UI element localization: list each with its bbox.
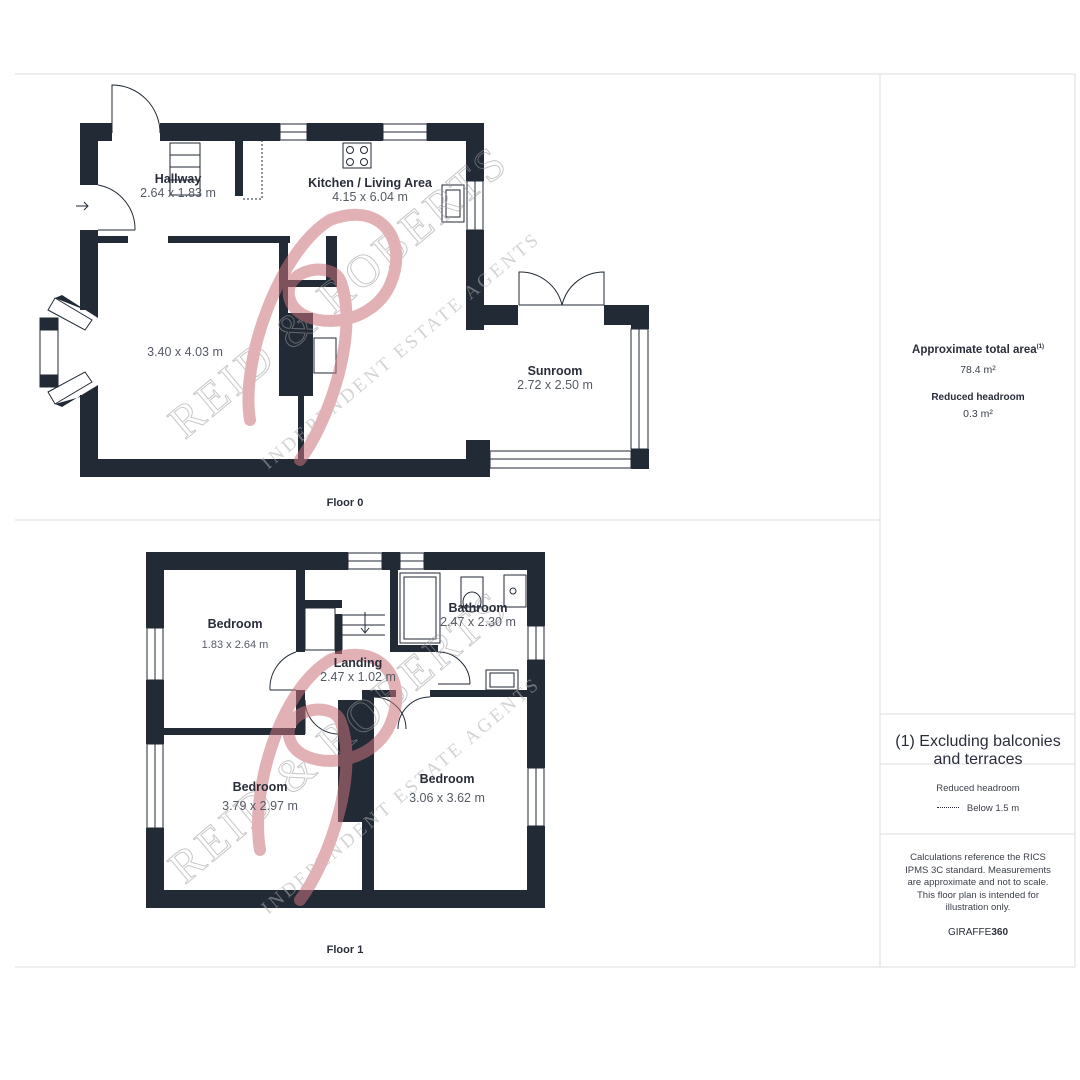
room-name: Sunroom: [527, 364, 583, 378]
disclaimer-panel: Calculations reference the RICS IPMS 3C …: [881, 852, 1075, 938]
floor-1-label: Floor 1: [326, 944, 364, 956]
room-hallway: Hallway 2.64 x 1.83 m: [128, 172, 228, 200]
room-dimensions: 2.47 x 2.30 m: [440, 615, 516, 629]
total-area-footnote-mark: (1): [1036, 344, 1044, 351]
room-bathroom: Bathroom 2.47 x 2.30 m: [426, 601, 530, 629]
room-bedroom-small: Bedroom 1.83 x 2.64 m: [180, 617, 290, 651]
room-name: Bedroom: [419, 772, 475, 786]
room-bedroom-left: Bedroom 3.79 x 2.97 m: [205, 780, 315, 813]
brand-text-a: GIRAFFE: [947, 926, 992, 938]
legend-title: Reduced headroom: [936, 783, 1020, 794]
floor-1-plan: [146, 552, 545, 908]
total-area-label: Approximate total area: [912, 344, 1037, 356]
disclaimer-text: Calculations reference the RICS IPMS 3C …: [905, 852, 1051, 913]
room-living: 3.40 x 4.03 m: [130, 345, 240, 359]
floor-0-label: Floor 0: [326, 497, 364, 509]
room-dimensions: 3.79 x 2.97 m: [222, 799, 298, 813]
room-name: Bathroom: [448, 601, 508, 615]
room-name: Bedroom: [232, 780, 288, 794]
legend-item-label: Below 1.5 m: [966, 802, 1020, 814]
room-dimensions: 2.72 x 2.50 m: [517, 378, 593, 392]
room-bedroom-right: Bedroom 3.06 x 3.62 m: [392, 772, 502, 805]
legend-panel: Reduced headroom Below 1.5 m: [881, 783, 1075, 815]
footnote-excluding: (1) Excluding balconies and terraces: [895, 733, 1061, 768]
total-area-heading: Approximate total area(1): [881, 344, 1075, 356]
total-area-panel: Approximate total area(1) 78.4 m² Reduce…: [881, 344, 1075, 420]
room-dimensions: 1.83 x 2.64 m: [201, 639, 269, 651]
frame-lines: [15, 73, 1076, 968]
room-sunroom: Sunroom 2.72 x 2.50 m: [500, 364, 610, 392]
room-name: Bedroom: [207, 617, 263, 631]
reduced-headroom-heading: Reduced headroom: [931, 392, 1025, 403]
room-dimensions: 4.15 x 6.04 m: [332, 190, 408, 204]
total-area-value: 78.4 m²: [960, 364, 996, 376]
room-dimensions: 2.64 x 1.83 m: [140, 186, 216, 200]
floor-0-plan: [39, 84, 649, 477]
room-dimensions: 2.47 x 1.02 m: [320, 670, 396, 684]
brand-text-b: 360: [991, 926, 1009, 938]
room-kitchen-living: Kitchen / Living Area 4.15 x 6.04 m: [290, 176, 450, 204]
room-name: Hallway: [154, 172, 202, 186]
room-dimensions: 3.40 x 4.03 m: [147, 345, 223, 359]
legend-item: Below 1.5 m: [881, 803, 1075, 816]
room-landing: Landing 2.47 x 1.02 m: [305, 656, 411, 684]
room-name: Kitchen / Living Area: [308, 176, 432, 190]
brand-logo: GIRAFFE360: [881, 927, 1075, 938]
room-dimensions: 3.06 x 3.62 m: [409, 791, 485, 805]
reduced-headroom-value: 0.3 m²: [963, 408, 993, 420]
dotted-line-swatch: [936, 807, 959, 809]
room-name: Landing: [333, 656, 383, 670]
